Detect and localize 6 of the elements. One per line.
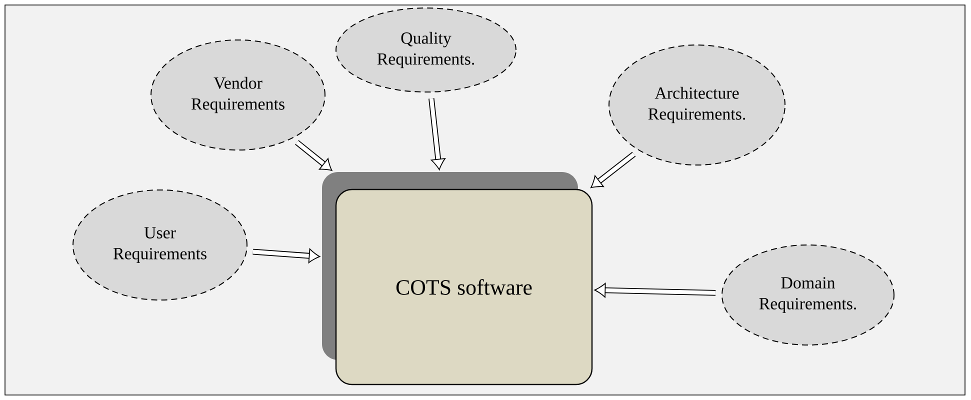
- block-arrow: [590, 152, 636, 188]
- block-arrow: [252, 248, 320, 264]
- block-arrow: [594, 282, 716, 298]
- software-box: COTS software: [322, 172, 593, 386]
- block-arrow: [295, 140, 332, 171]
- block-arrow: [428, 98, 446, 170]
